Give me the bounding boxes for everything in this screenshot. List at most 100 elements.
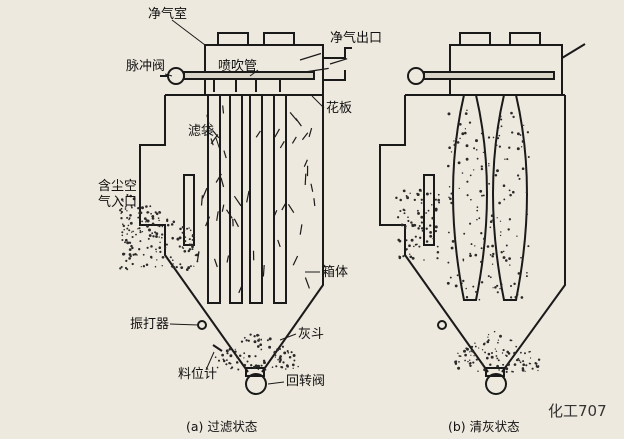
dust-particle (122, 200, 124, 202)
dust-particle (278, 347, 282, 351)
dust-particle (434, 225, 438, 229)
flow-arrow (220, 177, 225, 188)
dust-particle (535, 362, 538, 365)
dust-particle (458, 361, 460, 363)
dust-particle (465, 347, 468, 350)
label-leader-lines (164, 19, 325, 385)
flow-arrow (299, 224, 303, 235)
label-rapper: 振打器 (130, 317, 170, 332)
dust-particle (488, 182, 491, 185)
dust-particle (431, 216, 435, 220)
dust-particle (161, 255, 165, 259)
inlet-baffle-right (423, 174, 435, 246)
dust-particle (507, 363, 511, 366)
dust-particle (505, 259, 508, 262)
dust-particle (510, 339, 513, 342)
dust-particle (184, 236, 187, 238)
dust-particle (516, 293, 519, 296)
dust-particle (158, 246, 162, 250)
dust-particle (527, 245, 530, 248)
dust-particle (448, 196, 450, 199)
dust-particle (396, 216, 400, 219)
label-clean-chamber: 净气室 (148, 7, 188, 22)
dust-particle (488, 162, 490, 165)
dust-particle (188, 248, 192, 251)
dust-particle (259, 343, 263, 347)
dust-particle (436, 257, 439, 260)
dust-particle (146, 219, 150, 223)
dust-particle (520, 256, 522, 259)
chamber-cap-1 (217, 32, 249, 46)
dust-particle (497, 359, 500, 362)
dust-particle (122, 223, 124, 225)
dust-particle (130, 231, 133, 233)
dust-particle (124, 238, 128, 242)
dust-particle (417, 227, 420, 230)
dust-particle (278, 356, 282, 360)
dust-particle (161, 233, 164, 236)
dust-particle (238, 354, 242, 357)
dust-particle (469, 222, 472, 225)
dust-particle (276, 348, 280, 352)
dust-particle (166, 223, 170, 227)
dust-particles (119, 109, 541, 373)
flow-arrow (329, 58, 348, 65)
dust-particle (518, 177, 521, 180)
flow-arrow (304, 277, 310, 289)
dust-particle (183, 229, 186, 232)
dust-particle (263, 361, 266, 365)
dust-particle (129, 221, 133, 225)
dust-particle (498, 134, 501, 137)
dust-particle (468, 121, 472, 124)
dust-particle (489, 276, 492, 279)
dust-particle (120, 217, 123, 220)
dust-particle (476, 209, 479, 212)
hopper-outlet-right (485, 367, 505, 377)
dust-particle (437, 198, 440, 202)
dust-particle (521, 139, 525, 143)
dust-particle (290, 351, 293, 354)
dust-particle (470, 345, 474, 349)
dust-particle (420, 227, 424, 230)
flow-arrow (206, 114, 210, 125)
flow-arrow (246, 190, 250, 203)
dust-particle (293, 359, 296, 362)
dust-particle (481, 349, 484, 351)
dust-particle (423, 191, 425, 193)
dust-particle (157, 225, 159, 227)
dust-particle (184, 240, 187, 243)
dust-particle (516, 132, 520, 136)
flow-arrow (262, 264, 265, 277)
dust-particle (436, 245, 439, 248)
dust-particle (431, 204, 433, 206)
dust-particle (489, 220, 493, 223)
dust-particle (151, 232, 154, 235)
dust-particle (429, 224, 432, 227)
dust-particle (158, 211, 161, 214)
dust-particle (243, 336, 246, 339)
dust-particle (501, 283, 503, 285)
dust-particle (166, 218, 169, 221)
dust-particle (410, 221, 413, 224)
dust-particle (479, 189, 483, 193)
dust-particle (129, 194, 132, 198)
dust-particle (155, 212, 159, 216)
dust-particle (483, 368, 486, 372)
dust-particle (185, 268, 189, 271)
dust-particle (509, 284, 513, 288)
dust-particle (494, 348, 496, 350)
dust-particle (191, 248, 194, 251)
dust-particle (473, 169, 475, 171)
dust-particle (464, 359, 466, 362)
dust-particle (475, 358, 478, 361)
dust-particle (503, 198, 506, 201)
dust-particle (126, 216, 129, 219)
filter-state-unit (139, 32, 352, 395)
housing-outline-right (379, 95, 566, 373)
dust-particle (189, 229, 192, 232)
flow-arrow (299, 52, 322, 61)
pulse-valve-right (407, 67, 425, 85)
dust-particle (137, 216, 140, 219)
flow-arrow (213, 258, 218, 268)
dust-particle (126, 233, 129, 235)
